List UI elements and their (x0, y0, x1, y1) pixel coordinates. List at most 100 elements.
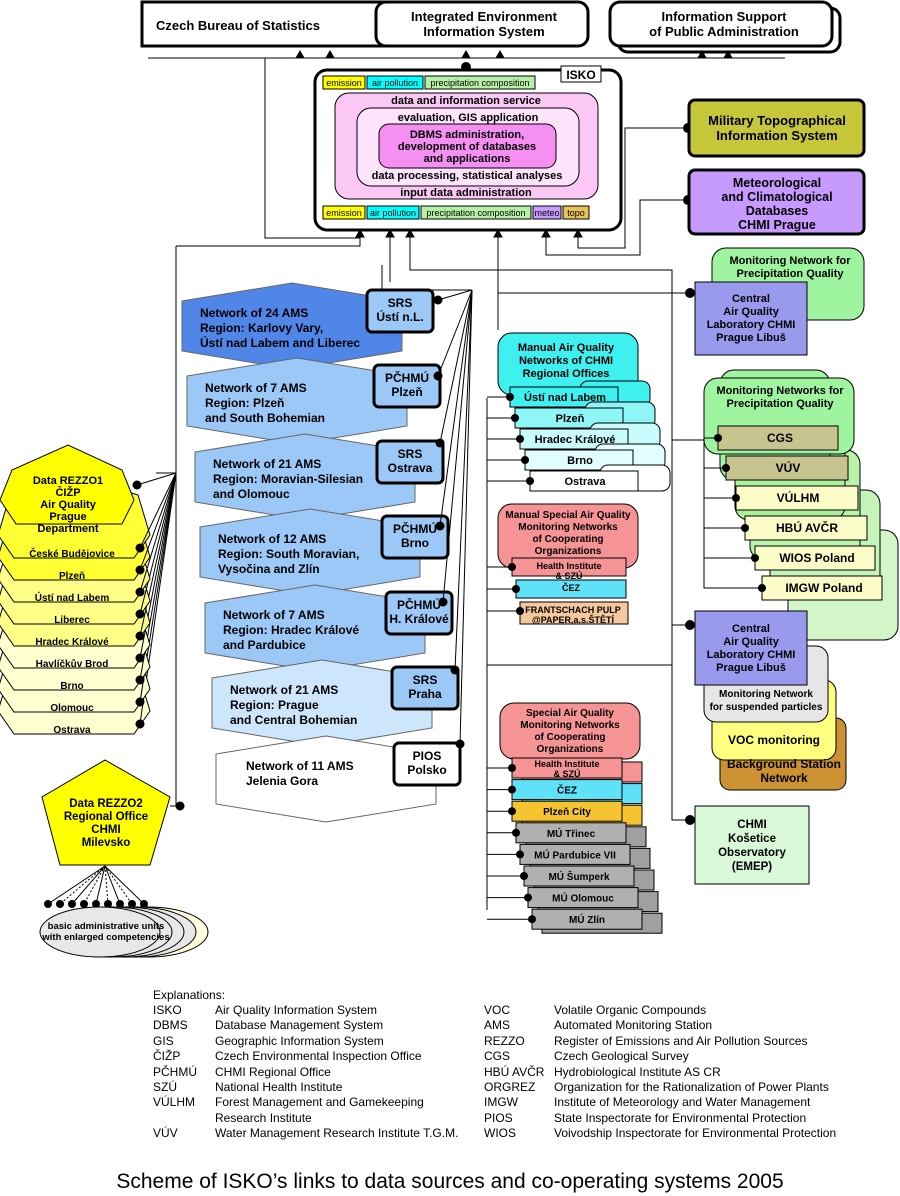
connector-line (703, 440, 762, 589)
isko-bottom-tag-2 (420, 205, 532, 220)
network-office-box (375, 439, 445, 485)
dbms-label: DBMS administration, (410, 129, 524, 141)
special-item-label: MÚ Zlín (569, 913, 605, 926)
network-office-label: Brno (401, 536, 429, 550)
network-office-label: PČHMÚ (385, 370, 429, 385)
connector-line (139, 472, 177, 593)
isko-bottom-tag-label: air pollution (370, 208, 416, 218)
precip-title: Monitoring Networks for (716, 385, 844, 397)
manual-special-title: of Cooperating (532, 534, 603, 545)
suspended-label: for suspended particles (710, 702, 823, 713)
explanation-definition: Research Institute (215, 1110, 312, 1125)
explanation-abbr: ISKO (153, 1003, 182, 1017)
network-office-label: Ústí n.L. (376, 309, 423, 324)
connector-dot (128, 900, 136, 908)
rezzo1-item-label: Ústí nad Labem (35, 591, 110, 604)
precip-item-label: VÚV (776, 460, 801, 475)
rezzo1-item-label: Liberec (54, 615, 90, 626)
precip-item-box (725, 455, 849, 481)
connector-line (264, 58, 360, 239)
connector-line (454, 289, 473, 671)
explanation-definition: Geographic Information System (215, 1033, 384, 1048)
network-label: Network of 21 AMS (213, 457, 321, 471)
connector-dot (521, 456, 529, 464)
manual-special-item-label: ČEZ (562, 582, 581, 593)
manual-special-item-label: FRANTSCHACH PULP (525, 605, 621, 615)
explanation-abbr: PIOS (484, 1110, 513, 1125)
special-title: Special Air Quality (526, 708, 614, 719)
network-label: and South Bohemian (205, 411, 325, 425)
network-label: and Central Bohemian (230, 713, 357, 727)
network-office-label: Praha (408, 687, 442, 701)
manual-special-title: Organizations (535, 546, 602, 557)
network-label: Network of 7 AMS (223, 608, 325, 622)
czech-bureau-label: Czech Bureau of Statistics (156, 18, 320, 33)
ispa-label: of Public Administration (649, 24, 799, 39)
military-label: Information System (716, 128, 837, 143)
explanation-abbr: VÚV (153, 1126, 178, 1141)
connector-dot (56, 900, 64, 908)
rezzo2-pentagon (41, 759, 171, 866)
isko-bottom-tag-label: topo (567, 208, 585, 218)
explanation-definition: Database Management System (215, 1018, 384, 1033)
network-label: Region: Karlovy Vary, (200, 321, 323, 335)
connector-line (71, 865, 106, 905)
explanation-abbr: WIOS (484, 1126, 516, 1141)
isko-top-tag-1 (366, 75, 424, 90)
rezzo2-title: CHMI (91, 824, 120, 836)
explanation-definition: Hydrobiological Institute AS CR (554, 1064, 721, 1079)
rezzo1-item-label: Olomouc (50, 703, 94, 714)
isko-label: ISKO (566, 68, 595, 82)
isko-bottom-tag-4 (562, 205, 590, 220)
precip-item-box (717, 425, 839, 451)
central-lab-label: Prague Libuš (716, 332, 786, 344)
network-label: Vysočina and Zlín (218, 562, 320, 576)
explanation-definition: Volatile Organic Compounds (554, 1003, 707, 1017)
network-office-label: Plzeň (391, 385, 422, 399)
explanation-abbr: ČIŽP (153, 1049, 181, 1064)
network-office-label: SRS (398, 447, 423, 461)
connector-dot (140, 900, 148, 908)
connector-line (47, 865, 106, 905)
isko-top-tag-label: air pollution (372, 78, 418, 88)
evaluation-label: evaluation, GIS application (398, 112, 539, 124)
connector-line (104, 865, 133, 905)
explanation-definition: National Health Institute (215, 1079, 343, 1094)
meteo-box (687, 168, 866, 236)
connector-dot (80, 900, 88, 908)
ieis-label: Information System (423, 24, 544, 39)
precip-item-label: VÚLHM (777, 490, 820, 505)
military-box (687, 98, 866, 158)
connector-line (497, 230, 690, 294)
meteo-label: CHMI Prague (738, 218, 816, 232)
explanation-definition: Institute of Meteorology and Water Manag… (554, 1095, 811, 1110)
rezzo1-title: Air Quality (40, 499, 97, 511)
network-office-label: H. Králové (389, 612, 449, 626)
network-label: Region: South Moravian, (218, 547, 359, 561)
explanation-abbr: REZZO (484, 1033, 525, 1048)
rezzo1-item-label: Hradec Králové (35, 637, 109, 648)
explanation-abbr: CGS (484, 1049, 511, 1064)
isko-bottom-tag-1 (366, 205, 420, 220)
special-item-label: MÚ Pardubice VII (534, 848, 616, 861)
explanation-abbr: ORGREZ (484, 1079, 536, 1094)
rezzo1-item-label: Brno (60, 681, 83, 692)
network-label: Network of 21 AMS (230, 683, 338, 697)
manual-title: Manual Air Quality (518, 342, 615, 354)
manual-title: Networks of CHMI (519, 355, 613, 367)
explanation-abbr: AMS (484, 1018, 511, 1033)
rezzo1-title: ČIŽP (55, 486, 80, 499)
military-label: Military Topographical (708, 113, 846, 128)
processing-label: data processing, statistical analyses (372, 170, 563, 182)
rezzo2-title: Regional Office (64, 811, 148, 823)
connector-line (139, 472, 177, 615)
